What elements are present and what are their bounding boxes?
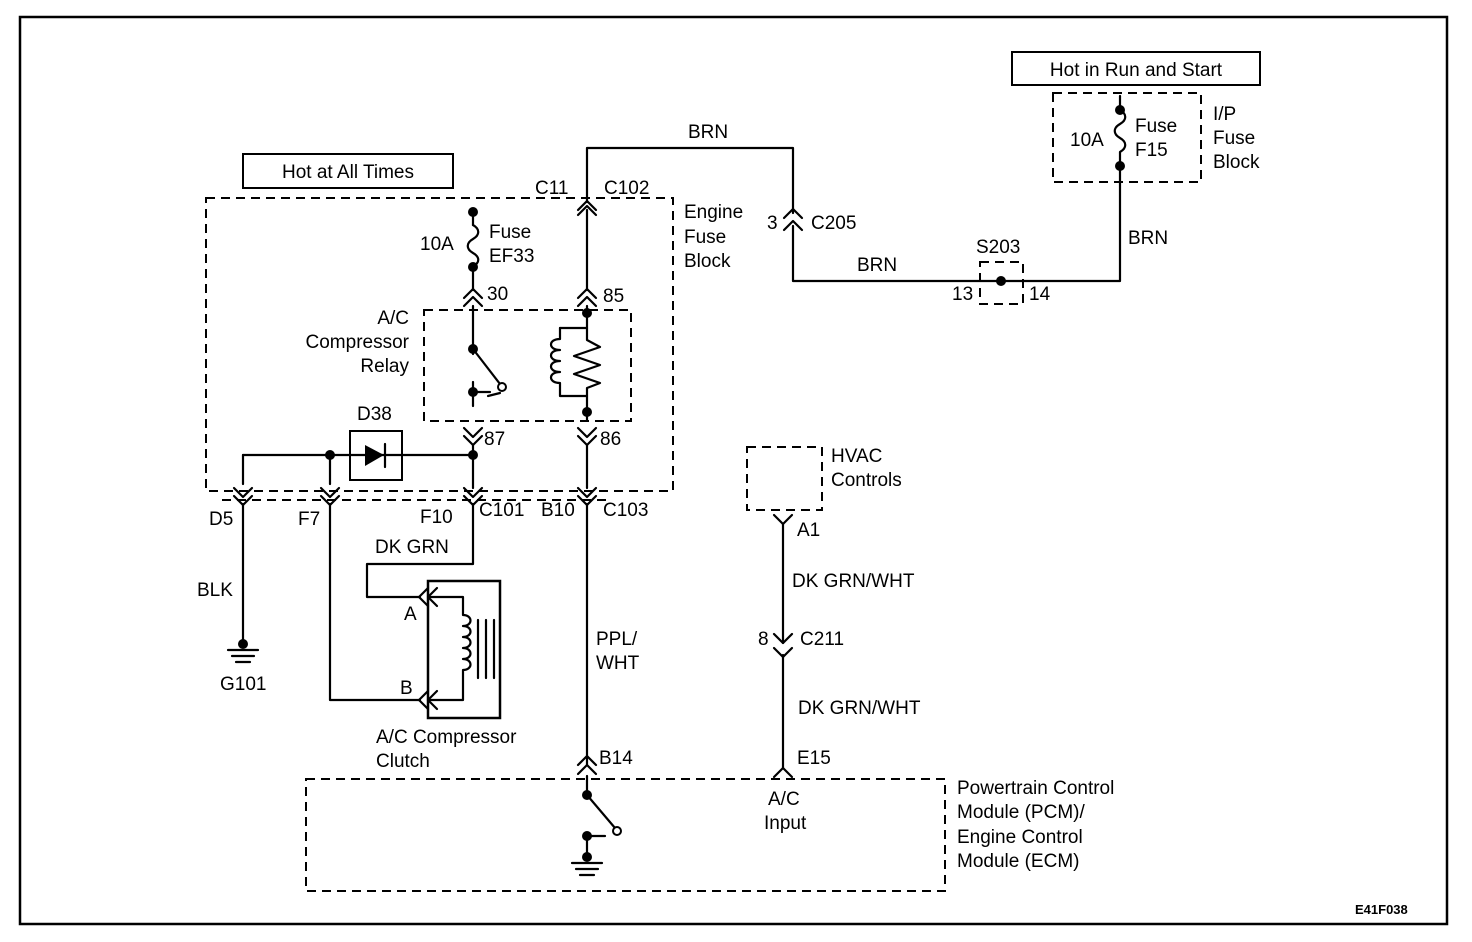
connector-c205: C205 — [811, 213, 856, 234]
clutch-pin-a: A — [404, 604, 417, 625]
hvac-controls-label: Controls — [831, 470, 902, 491]
wires — [241, 146, 1122, 859]
connector-pin-d5: D5 — [209, 509, 233, 530]
ac-input-label: Input — [764, 813, 807, 834]
connector-pin-3: 3 — [767, 213, 778, 234]
relay-pin-30: 30 — [487, 284, 508, 305]
wire-color-ppl-wht: WHT — [596, 653, 640, 674]
connector-c101: C101 — [479, 500, 524, 521]
relay-outline — [423, 309, 632, 422]
ac-compressor-clutch — [426, 579, 502, 720]
engine-fuse-block-label: Engine — [684, 202, 743, 223]
wire-color-brn: BRN — [1128, 228, 1168, 249]
fuse-ef33-label: EF33 — [489, 246, 534, 267]
diode-d38-icon — [348, 430, 404, 481]
pcm-label: Module (ECM) — [957, 851, 1079, 872]
ac-input-label: A/C — [768, 789, 800, 810]
wire-color-dk-grn: DK GRN — [375, 537, 449, 558]
hot-in-run-and-start-box — [1011, 51, 1261, 86]
junction-dot — [325, 450, 335, 460]
relay-switch — [468, 344, 507, 398]
pcm-ground-icon — [570, 852, 604, 877]
labels: 10A Fuse EF33 10A Fuse F15 I/P Fuse Bloc… — [197, 104, 1408, 917]
splice-s203-dot — [996, 276, 1006, 286]
fuse-ef33-label: Fuse — [489, 222, 531, 243]
connector-c102: C102 — [604, 178, 649, 199]
wire-color-ppl-wht: PPL/ — [596, 629, 638, 650]
splice-s203-outline — [979, 261, 1024, 305]
pcm-switch — [582, 790, 622, 841]
junction-dot — [468, 450, 478, 460]
fuse-ef33-amp: 10A — [420, 234, 454, 255]
diagram-frame — [18, 15, 1449, 926]
ip-fuse-block-label: Fuse — [1213, 128, 1255, 149]
hot-at-all-times-box — [242, 153, 454, 189]
wire-color-brn: BRN — [857, 255, 897, 276]
connector-c211: C211 — [800, 629, 844, 650]
figure-code: E41F038 — [1355, 902, 1408, 917]
connector-c11: C11 — [535, 178, 568, 199]
relay-pin-87: 87 — [484, 429, 505, 450]
hvac-controls-label: HVAC — [831, 446, 882, 467]
connector-pin-b14: B14 — [599, 748, 633, 769]
engine-fuse-block-label: Block — [684, 251, 731, 272]
connector-pin-f10: F10 — [420, 507, 453, 528]
pcm-label: Module (PCM)/ — [957, 802, 1085, 823]
clutch-pin-b: B — [400, 678, 413, 699]
splice-s203-label: S203 — [976, 237, 1020, 258]
connectors — [232, 199, 804, 779]
relay-pin-86: 86 — [600, 429, 621, 450]
wire-color-brn: BRN — [688, 122, 728, 143]
connector-pin-a1: A1 — [797, 520, 820, 541]
relay-pin-85: 85 — [603, 286, 624, 307]
clutch-label: Clutch — [376, 751, 430, 772]
diode-label: D38 — [357, 404, 392, 425]
splice-pin-14: 14 — [1029, 284, 1051, 305]
connector-pin-f7: F7 — [298, 509, 320, 530]
pcm-label: Powertrain Control — [957, 778, 1114, 799]
splice-pin-13: 13 — [952, 284, 973, 305]
relay-label: Compressor — [306, 332, 410, 353]
hot-at-all-times-label: Hot at All Times — [282, 162, 414, 183]
wire-color-dk-grn-wht: DK GRN/WHT — [792, 571, 915, 592]
pcm-ecm-outline — [305, 778, 946, 892]
connector-pin-8: 8 — [758, 629, 769, 650]
pcm-label: Engine Control — [957, 827, 1083, 848]
ip-fuse-block-label: I/P — [1213, 104, 1236, 125]
ground-g101-label: G101 — [220, 674, 266, 695]
wire-color-blk: BLK — [197, 580, 233, 601]
fuse-f15-label: Fuse — [1135, 116, 1177, 137]
connector-pin-e15: E15 — [797, 748, 831, 769]
connector-c103: C103 — [603, 500, 648, 521]
hvac-controls-outline — [746, 446, 823, 511]
fuse-ef33 — [466, 207, 480, 272]
engine-fuse-block-outline — [205, 197, 674, 492]
relay-label: A/C — [377, 308, 409, 329]
clutch-label: A/C Compressor — [376, 727, 517, 748]
hot-in-run-and-start-label: Hot in Run and Start — [1050, 60, 1223, 81]
connector-pin-b10: B10 — [541, 500, 575, 521]
fuse-f15 — [1113, 94, 1127, 171]
fuse-f15-label: F15 — [1135, 140, 1168, 161]
ground-g101-icon — [226, 639, 260, 664]
ip-fuse-block-label: Block — [1213, 152, 1260, 173]
relay-coil-icon — [549, 308, 602, 417]
wire-color-dk-grn-wht: DK GRN/WHT — [798, 698, 921, 719]
fuse-f15-amp: 10A — [1070, 130, 1104, 151]
relay-label: Relay — [360, 356, 409, 377]
engine-fuse-block-label: Fuse — [684, 227, 726, 248]
